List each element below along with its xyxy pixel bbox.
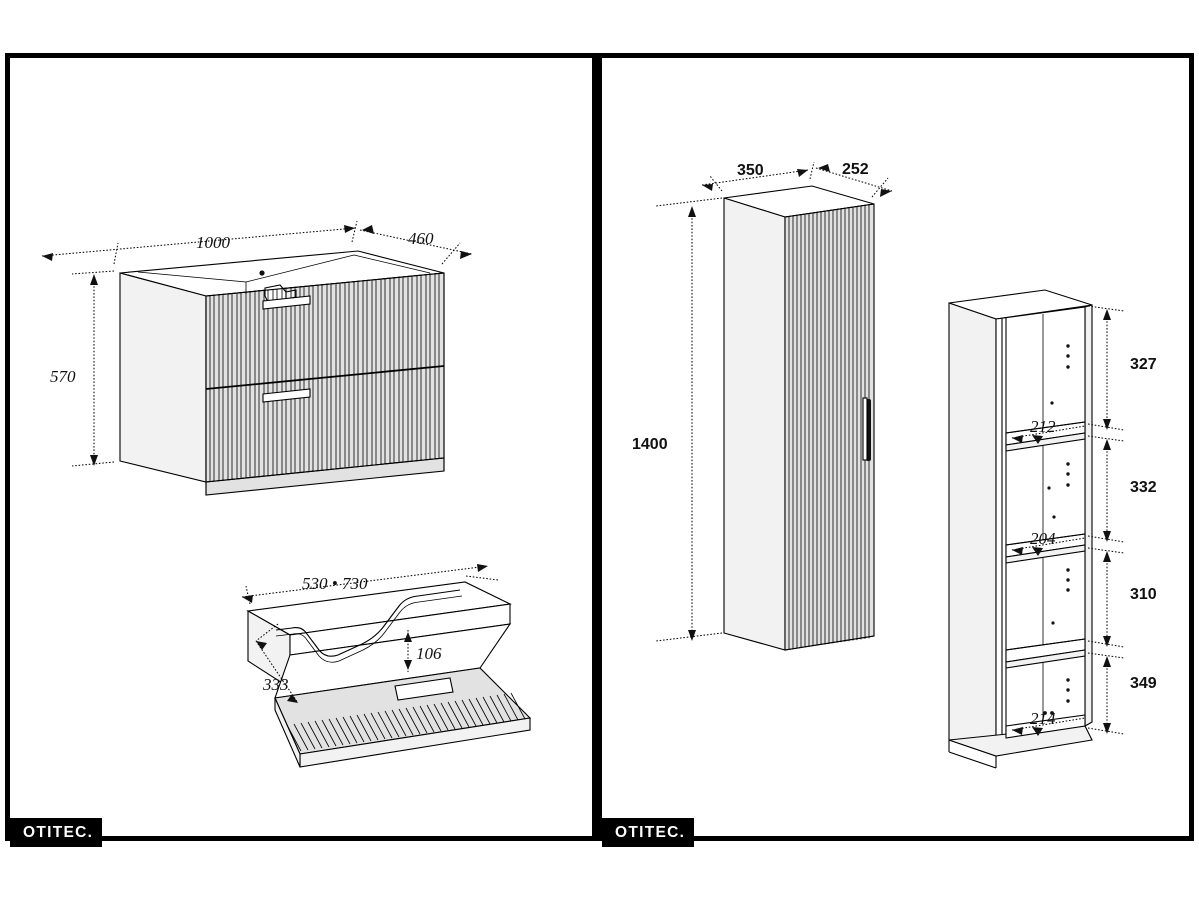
tall-cabinet-drawing: 350 252 1400 <box>632 161 1157 769</box>
panel-right-tall-cabinet: 350 252 1400 <box>597 53 1194 847</box>
dim-label-332: 332 <box>1130 479 1157 496</box>
dim-label-460: 460 <box>408 229 434 248</box>
dim-label-214: 214 <box>1030 709 1056 728</box>
dimension-204: 204 <box>1011 529 1086 556</box>
dim-label-212: 212 <box>1030 417 1056 436</box>
dimension-1000: 1000 <box>41 220 358 265</box>
figure-open-shelf-carcass: 327 332 310 <box>948 289 1157 769</box>
dimension-530-730: 530 • 730 <box>241 564 499 605</box>
brand-logo-text-right: OTITEC. <box>615 823 686 841</box>
dim-label-349: 349 <box>1130 675 1157 692</box>
dimension-214: 214 <box>1011 709 1086 736</box>
dim-label-570: 570 <box>50 367 76 386</box>
dim-label-204: 204 <box>1030 529 1056 548</box>
brand-logo-left: OTITEC. <box>10 818 102 847</box>
dimension-332: 332 <box>1087 435 1157 543</box>
panel-left-vanity: 1000 460 570 <box>5 53 597 847</box>
dimension-252: 252 <box>815 161 893 198</box>
dim-label-327: 327 <box>1130 356 1157 373</box>
dimension-349: 349 <box>1087 652 1157 735</box>
figure-drawer-detail: 530 • 730 106 333 <box>241 564 532 768</box>
dim-label-350: 350 <box>737 162 764 179</box>
dimension-310: 310 <box>1087 547 1157 648</box>
dimension-350: 350 <box>701 161 815 192</box>
dimension-1400: 1400 <box>632 197 723 642</box>
dim-label-310: 310 <box>1130 586 1157 603</box>
figure-tall-column-cabinet: 350 252 1400 <box>632 161 893 651</box>
vanity-drawing: 1000 460 570 <box>41 220 532 768</box>
dim-label-530-730: 530 • 730 <box>302 574 368 593</box>
brand-logo-right: OTITEC. <box>602 818 694 847</box>
dim-label-1000: 1000 <box>196 233 231 252</box>
dimension-460: 460 <box>359 225 473 265</box>
dim-label-252: 252 <box>842 161 869 178</box>
dimension-570: 570 <box>50 270 115 467</box>
dim-label-1400: 1400 <box>632 436 668 453</box>
dim-label-333: 333 <box>262 675 289 694</box>
dim-label-106: 106 <box>416 644 442 663</box>
dimension-212: 212 <box>1011 417 1086 444</box>
brand-logo-text: OTITEC. <box>23 823 94 841</box>
dimension-106: 106 <box>404 630 442 672</box>
dimension-327: 327 <box>1087 305 1157 431</box>
dimension-333: 333 <box>255 623 299 704</box>
figure-wall-hung-vanity: 1000 460 570 <box>41 220 473 496</box>
